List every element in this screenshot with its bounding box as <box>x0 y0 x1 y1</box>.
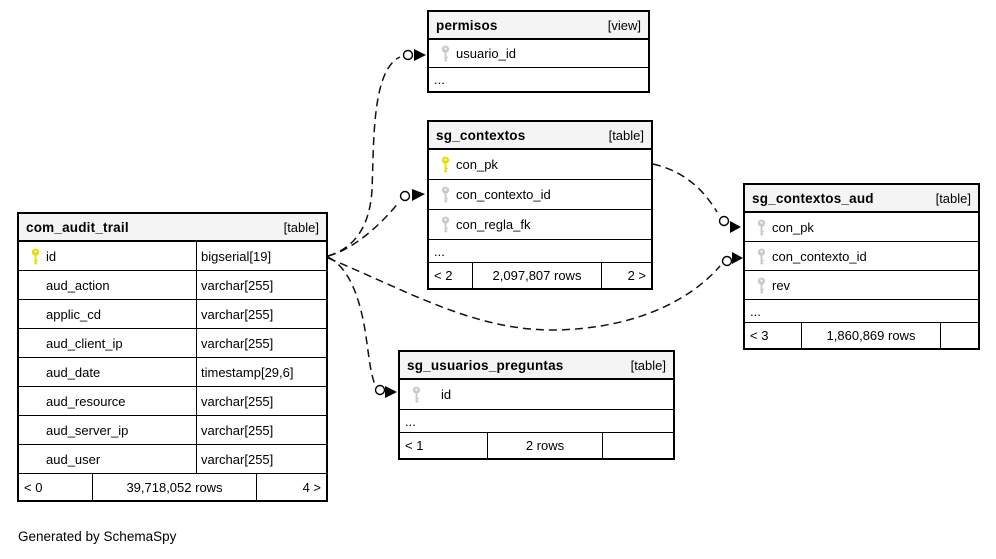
table-sg_contextos[interactable]: sg_contextos [table] con_pk con_contexto… <box>427 120 653 290</box>
row-count: 39,718,052 rows <box>93 474 257 500</box>
table-sg_usuarios_preguntas-header[interactable]: sg_usuarios_preguntas [table] <box>400 352 673 380</box>
table-com_audit_trail[interactable]: com_audit_trail [table] id bigserial[19]… <box>17 212 328 502</box>
table-sg_contextos-header[interactable]: sg_contextos [table] <box>429 122 651 150</box>
column-name: aud_user <box>46 451 101 467</box>
related-in-count: < 3 <box>745 323 802 348</box>
column-name: applic_cd <box>46 306 101 322</box>
column-aud_client_ip: aud_client_ip varchar[255] <box>19 329 326 358</box>
primary-key-icon <box>434 156 456 173</box>
column-con_contexto_id: con_contexto_id <box>429 180 651 210</box>
row-count: 2,097,807 rows <box>473 263 602 288</box>
relation-com_audit_trail-permisos <box>327 49 426 257</box>
relation-sg_contextos-sg_contextos_aud <box>652 163 741 233</box>
foreign-key-icon <box>750 219 772 236</box>
related-in-count: < 0 <box>19 474 93 500</box>
foreign-key-icon <box>750 248 772 265</box>
column-type: varchar[255] <box>196 300 326 328</box>
column-name: aud_action <box>46 277 110 293</box>
relation-com_audit_trail-sg_usuarios_preguntas <box>327 256 397 398</box>
table-kind: [table] <box>283 219 319 235</box>
column-usuario_id: usuario_id <box>429 40 648 68</box>
related-out-count: 4 > <box>302 479 321 495</box>
foreign-key-icon <box>750 277 772 294</box>
column-name: aud_server_ip <box>46 422 129 438</box>
column-name: id <box>46 248 57 264</box>
column-type: varchar[255] <box>196 445 326 473</box>
table-kind: [table] <box>935 190 971 206</box>
table-stats: < 1 2 rows <box>400 433 673 458</box>
related-in-count: < 2 <box>429 263 473 288</box>
column-id: id bigserial[19] <box>19 242 326 271</box>
more-columns-row: ... <box>434 72 445 87</box>
column-name: con_contexto_id <box>772 248 867 264</box>
column-con_pk: con_pk <box>745 213 978 242</box>
column-type: bigserial[19] <box>196 242 326 270</box>
table-kind: [view] <box>607 17 641 33</box>
related-out-count <box>941 323 978 348</box>
column-name: con_pk <box>772 219 814 235</box>
table-kind: [table] <box>630 357 666 373</box>
table-permisos-header[interactable]: permisos [view] <box>429 12 648 40</box>
column-con_contexto_id: con_contexto_id <box>745 242 978 271</box>
column-type: varchar[255] <box>196 416 326 444</box>
more-columns-row: ... <box>429 240 651 263</box>
column-aud_resource: aud_resource varchar[255] <box>19 387 326 416</box>
column-name: con_pk <box>456 157 498 172</box>
column-rev: rev <box>745 271 978 300</box>
column-name: aud_resource <box>46 393 126 409</box>
column-type: varchar[255] <box>196 387 326 415</box>
foreign-key-icon <box>434 186 456 203</box>
column-name: aud_date <box>46 364 101 380</box>
primary-key-icon <box>24 248 46 265</box>
table-stats: < 0 39,718,052 rows 4 > <box>19 474 326 500</box>
column-aud_action: aud_action varchar[255] <box>19 271 326 300</box>
table-name: sg_usuarios_preguntas <box>407 357 564 373</box>
column-name: rev <box>772 277 791 293</box>
related-out-count: 2 > <box>627 268 646 283</box>
column-type: varchar[255] <box>196 271 326 299</box>
column-name: id <box>441 387 452 402</box>
table-kind: [table] <box>608 127 644 143</box>
column-type: timestamp[29,6] <box>196 358 326 386</box>
table-name: sg_contextos <box>436 127 526 143</box>
column-applic_cd: applic_cd varchar[255] <box>19 300 326 329</box>
table-sg_contextos_aud-header[interactable]: sg_contextos_aud [table] <box>745 185 978 213</box>
table-sg_usuarios_preguntas[interactable]: sg_usuarios_preguntas [table] id ... < 1… <box>398 350 675 460</box>
column-aud_date: aud_date timestamp[29,6] <box>19 358 326 387</box>
column-name: con_regla_fk <box>456 217 531 232</box>
column-type: varchar[255] <box>196 329 326 357</box>
related-out-count <box>603 433 673 458</box>
table-name: com_audit_trail <box>26 219 129 235</box>
more-columns-row: ... <box>400 410 673 433</box>
column-aud_user: aud_user varchar[255] <box>19 445 326 474</box>
column-name: con_contexto_id <box>456 187 551 202</box>
row-count: 2 rows <box>488 433 603 458</box>
table-stats: < 3 1,860,869 rows <box>745 323 978 348</box>
foreign-key-icon <box>405 386 427 403</box>
table-sg_contextos_aud[interactable]: sg_contextos_aud [table] con_pk con_cont… <box>743 183 980 350</box>
relation-com_audit_trail-sg_contextos <box>327 189 425 257</box>
related-in-count: < 1 <box>400 433 488 458</box>
column-aud_server_ip: aud_server_ip varchar[255] <box>19 416 326 445</box>
foreign-key-icon <box>434 45 456 62</box>
table-name: sg_contextos_aud <box>752 190 874 206</box>
foreign-key-icon <box>434 216 456 233</box>
column-con_regla_fk: con_regla_fk <box>429 210 651 240</box>
table-stats: < 2 2,097,807 rows 2 > <box>429 263 651 288</box>
column-con_pk: con_pk <box>429 150 651 180</box>
column-name: usuario_id <box>456 46 516 61</box>
table-name: permisos <box>436 17 498 33</box>
table-permisos[interactable]: permisos [view] usuario_id ... <box>427 10 650 93</box>
column-id: id <box>400 380 673 410</box>
more-columns-row: ... <box>745 300 978 323</box>
table-com_audit_trail-header[interactable]: com_audit_trail [table] <box>19 214 326 242</box>
column-name: aud_client_ip <box>46 335 123 351</box>
generated-by-note: Generated by SchemaSpy <box>18 529 177 544</box>
row-count: 1,860,869 rows <box>802 323 941 348</box>
